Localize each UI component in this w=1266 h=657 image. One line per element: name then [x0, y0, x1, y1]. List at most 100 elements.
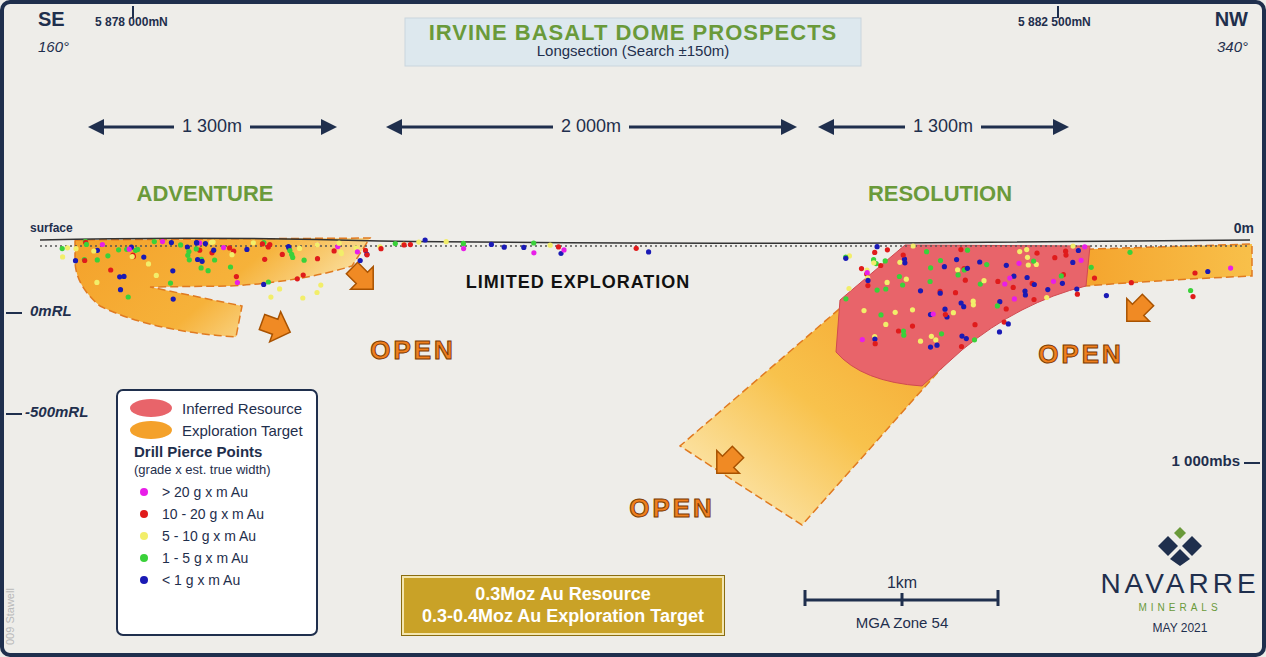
projection-label: MGA Zone 54	[856, 614, 949, 631]
drill-pierce-point	[1060, 281, 1065, 286]
drill-pierce-point	[221, 245, 226, 250]
drill-pierce-point	[91, 248, 96, 253]
watermark: 009 Stawell	[4, 588, 17, 645]
drill-pierce-point	[1089, 265, 1094, 270]
drill-pierce-point	[1104, 293, 1109, 298]
legend-row: < 1 g x m Au	[140, 572, 240, 588]
drill-pierce-point	[318, 283, 323, 288]
drill-pierce-point	[965, 248, 970, 253]
illustration-shape	[1158, 536, 1178, 556]
drill-pierce-point	[878, 312, 883, 317]
drill-pierce-point	[521, 245, 526, 250]
drill-pierce-point	[211, 248, 216, 253]
drill-pierce-point	[170, 268, 175, 273]
drill-pierce-point	[911, 243, 916, 248]
illustration-shape	[117, 390, 317, 635]
drill-pierce-point	[972, 337, 977, 342]
northing-label: 5 878 000mN	[95, 16, 168, 30]
illustration-shape	[6, 312, 22, 314]
drill-pierce-point	[315, 242, 320, 247]
drill-pierce-point	[885, 247, 890, 252]
drill-pierce-point	[955, 267, 960, 272]
drill-pierce-point	[199, 265, 204, 270]
drill-pierce-point	[358, 258, 363, 263]
drill-pierce-point	[1205, 269, 1210, 274]
drill-pierce-point	[1076, 248, 1081, 253]
drill-pierce-point	[65, 245, 70, 250]
drill-pierce-point	[933, 337, 938, 342]
illustration-shape	[75, 238, 370, 337]
drill-pierce-point	[235, 280, 240, 285]
drill-pierce-point	[203, 241, 208, 246]
legend-row: 10 - 20 g x m Au	[140, 506, 264, 522]
drill-pierce-point	[234, 274, 239, 279]
drill-pierce-point	[1228, 266, 1233, 271]
drill-pierce-point	[200, 259, 205, 264]
drill-pierce-point	[1034, 251, 1039, 256]
distance-label: 2 000m	[553, 116, 629, 137]
drill-pierce-point	[934, 343, 939, 348]
drill-pierce-point	[393, 241, 398, 246]
drill-pierce-point	[939, 331, 944, 336]
drill-pierce-point	[364, 252, 369, 257]
drill-pierce-point	[901, 252, 906, 257]
drill-pierce-point	[315, 256, 320, 261]
drill-pierce-point	[918, 288, 923, 293]
drill-pierce-point	[1190, 294, 1195, 299]
drill-pierce-point	[332, 248, 337, 253]
illustration-shape	[341, 257, 385, 301]
drill-pierce-point	[1031, 297, 1036, 302]
drill-pierce-point	[364, 252, 369, 257]
drill-pierce-point	[82, 257, 87, 262]
illustration-shape	[997, 590, 1000, 606]
drill-pierce-point	[105, 253, 110, 258]
drill-pierce-point	[73, 246, 78, 251]
drill-pierce-point	[893, 310, 898, 315]
drill-pierce-point	[918, 339, 923, 344]
illustration-shape	[1244, 462, 1260, 464]
drill-pierce-point	[900, 282, 905, 287]
drill-pierce-point	[261, 282, 266, 287]
drill-pierce-point	[194, 240, 199, 245]
summary-text: 0.3Moz Au Resource	[422, 584, 704, 606]
subtitle: Longsection (Search ±150m)	[537, 42, 730, 59]
drill-pierce-point	[1016, 261, 1021, 266]
drill-pierce-point	[928, 345, 933, 350]
drill-pierce-point	[168, 281, 173, 286]
drill-pierce-point	[1074, 287, 1079, 292]
drill-pierce-point	[228, 264, 233, 269]
drill-pierce-point	[146, 261, 151, 266]
drill-pierce-point	[965, 266, 970, 271]
legend-dot	[140, 576, 148, 584]
drill-pierce-point	[171, 297, 176, 302]
drill-pierce-point	[928, 279, 933, 284]
summary-text: 0.3-0.4Moz Au Exploration Target	[422, 606, 704, 628]
prospect-name: RESOLUTION	[868, 181, 1012, 206]
drill-pierce-point	[160, 239, 165, 244]
drill-pierce-point	[1070, 244, 1075, 249]
drill-pierce-point	[896, 328, 901, 333]
illustration-shape	[818, 119, 834, 135]
open-label: OPEN	[629, 494, 715, 524]
drill-pierce-point	[378, 246, 383, 251]
drill-pierce-point	[337, 241, 342, 246]
drill-pierce-point	[127, 247, 132, 252]
drill-pierce-point	[942, 307, 947, 312]
drill-pierce-point	[277, 286, 282, 291]
drill-pierce-point	[461, 241, 466, 246]
drill-pierce-point	[929, 334, 934, 339]
drill-pierce-point	[1127, 250, 1132, 255]
drill-pierce-point	[963, 278, 968, 283]
drill-pierce-point	[206, 268, 211, 273]
legend-subheading: (grade x est. true width)	[134, 463, 271, 478]
drill-pierce-point	[938, 258, 943, 263]
drill-pierce-point	[401, 242, 406, 247]
drill-pierce-point	[268, 295, 273, 300]
drill-pierce-point	[60, 246, 65, 251]
drill-pierce-point	[135, 247, 140, 252]
drill-pierce-point	[938, 291, 943, 296]
legend-row: 5 - 10 g x m Au	[140, 528, 256, 544]
drill-pierce-point	[951, 310, 956, 315]
drill-pierce-point	[227, 245, 232, 250]
drill-pierce-point	[1051, 279, 1056, 284]
